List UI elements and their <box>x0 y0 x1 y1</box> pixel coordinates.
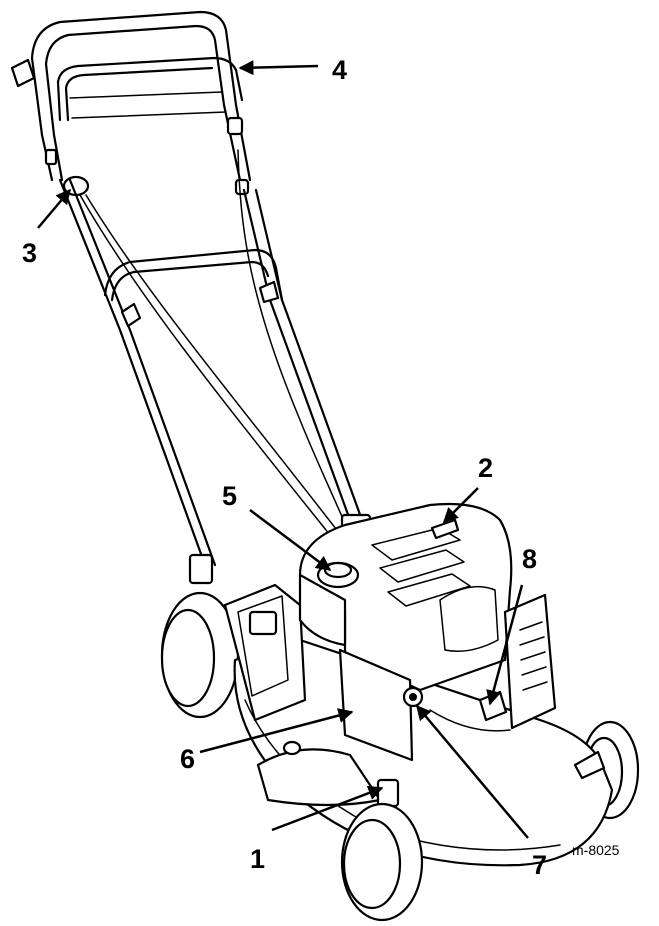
callout-7: 7 <box>532 850 547 880</box>
callout-labels: 1 2 3 4 5 6 7 8 m-8025 <box>22 55 620 880</box>
leader-4 <box>238 60 319 76</box>
callout-4: 4 <box>332 55 347 85</box>
rear-left-wheel <box>160 591 240 719</box>
callout-3: 3 <box>22 238 37 268</box>
callout-2: 2 <box>478 453 493 483</box>
front-left-wheel <box>340 802 424 922</box>
leader-8 <box>486 584 524 706</box>
leader-1 <box>271 785 384 832</box>
drawing-code: m-8025 <box>572 842 620 858</box>
callout-6: 6 <box>180 744 195 774</box>
leader-2 <box>442 487 479 524</box>
callout-5: 5 <box>222 481 237 511</box>
mower-handle <box>10 10 372 585</box>
leader-5 <box>249 509 332 571</box>
callout-leaders <box>37 60 529 839</box>
callout-1: 1 <box>250 844 265 874</box>
engine <box>298 502 557 762</box>
callout-8: 8 <box>522 544 537 574</box>
leader-3 <box>37 188 71 229</box>
leader-7 <box>416 704 529 839</box>
leader-6 <box>199 708 354 754</box>
